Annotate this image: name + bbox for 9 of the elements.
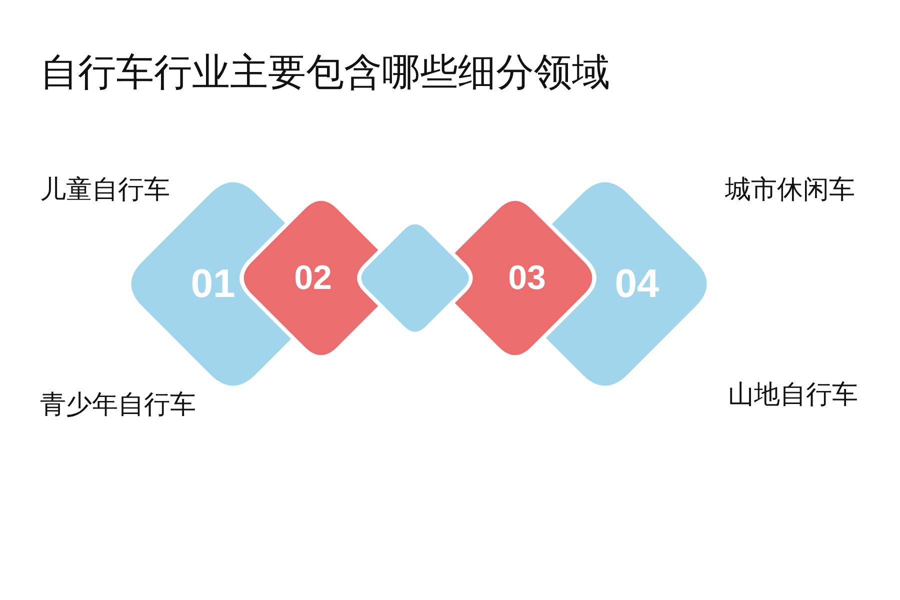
step-number: 01 xyxy=(190,262,236,306)
category-label: 城市休闲车 xyxy=(725,175,855,206)
category-label: 青少年自行车 xyxy=(40,390,196,422)
title: 自行车行业主要包含哪些细分领域 xyxy=(40,50,610,96)
category-label: 山地自行车 xyxy=(728,380,858,412)
step-number: 03 xyxy=(508,258,546,298)
category-label: 儿童自行车 xyxy=(40,175,170,206)
step-number: 04 xyxy=(614,262,660,306)
step-number: 02 xyxy=(294,258,332,298)
